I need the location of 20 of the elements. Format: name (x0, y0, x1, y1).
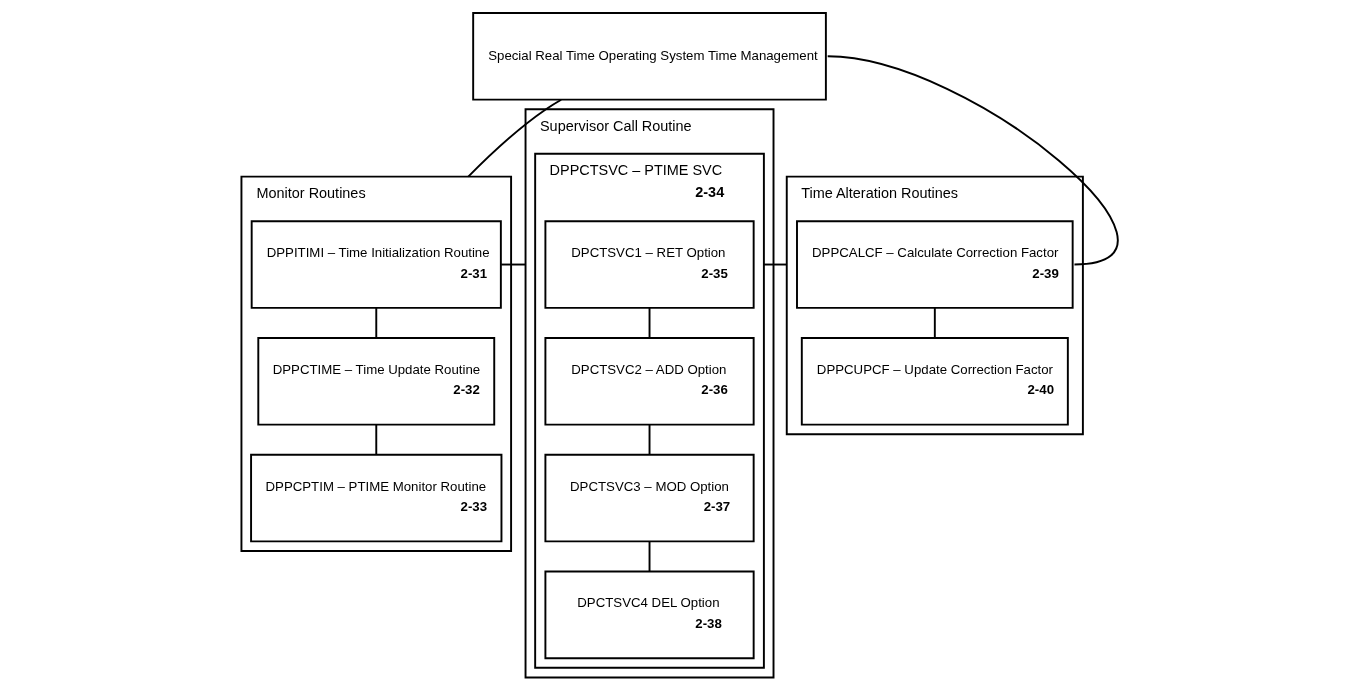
connector (648, 307, 650, 339)
connector (648, 423, 650, 456)
node-box: DPCTSVC2 – ADD Option 2-36 (543, 337, 755, 426)
connector (374, 307, 377, 339)
node-box: DPPCALCF – Calculate Correction Factor 2-39 (795, 220, 1074, 309)
connector (374, 423, 377, 456)
connector (933, 307, 936, 339)
connector (826, 55, 1118, 266)
node-box: Special Real Time Operating System Time Management (471, 11, 827, 101)
node-box: DPPITIMI – Time Initialization Routine 2-31 (250, 220, 502, 309)
node-box: DPPCUPCF – Update Correction Factor 2-40 (800, 337, 1069, 426)
node-box: DPCTSVC4 DEL Option 2-38 (543, 570, 755, 660)
connector (466, 98, 562, 178)
node-box: DPCTSVC1 – RET Option 2-35 (543, 220, 755, 309)
node-box: DPPCPTIM – PTIME Monitor Routine 2-33 (249, 453, 502, 543)
node-box: DPPCTIME – Time Update Routine 2-32 (256, 337, 495, 426)
connector (762, 263, 788, 266)
connector (648, 540, 650, 573)
connector (499, 263, 526, 266)
node-box: DPCTSVC3 – MOD Option 2-37 (543, 453, 755, 543)
